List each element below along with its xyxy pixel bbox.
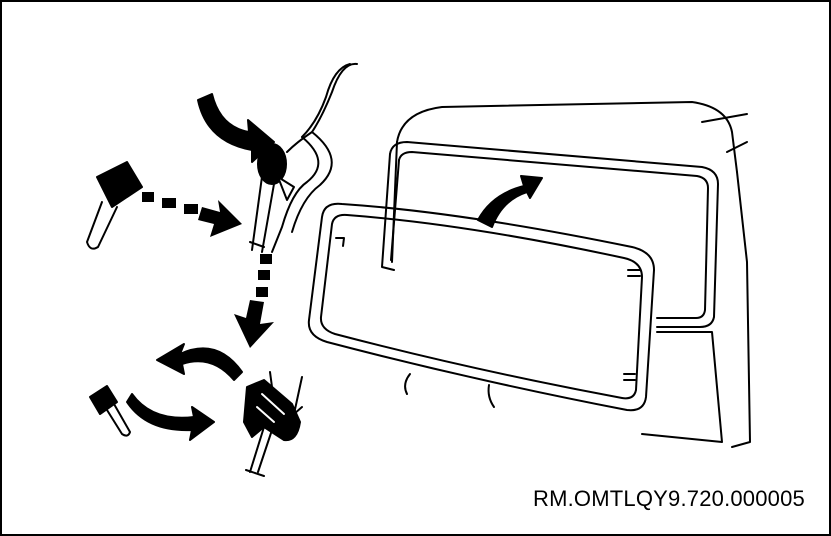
hammer-icon	[86, 161, 143, 250]
arrow-rotate-icon	[197, 93, 275, 163]
dashed-arrow-icon	[142, 192, 274, 348]
arrow-strike-icon	[126, 393, 215, 441]
hammer-small-icon	[89, 385, 131, 437]
arrow-lift-icon	[477, 175, 543, 228]
wire-clip-upper	[249, 62, 358, 253]
seat-back	[391, 101, 751, 448]
headrest-frame-front	[307, 202, 655, 412]
reference-code: RM.OMTLQY9.720.000005	[532, 486, 805, 511]
wire-clip-lower	[243, 371, 303, 477]
headrest-frame-rear	[381, 141, 719, 328]
arrow-rotate-lower-icon	[156, 343, 243, 381]
